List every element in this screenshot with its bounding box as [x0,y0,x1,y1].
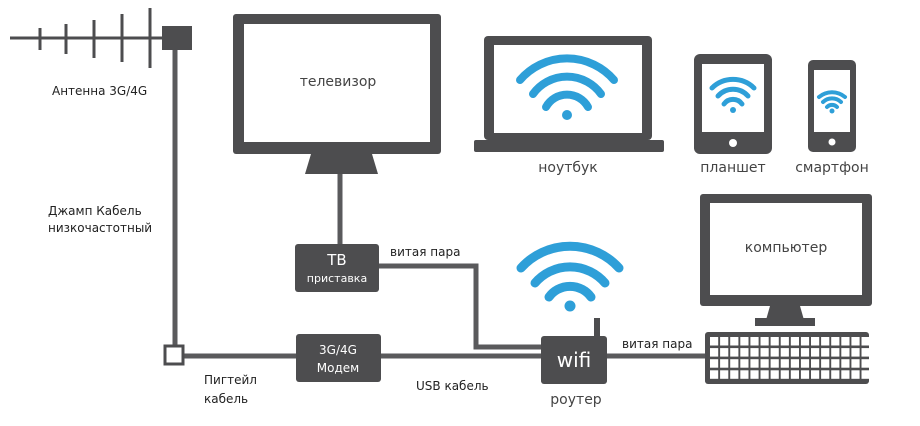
keyboard-key [760,348,769,357]
antenna-label: Антенна 3G/4G [52,84,147,98]
usb-cable-label: USB кабель [416,379,489,393]
keyboard-key [861,348,870,357]
cables [172,40,705,359]
router-box-label: wifi [557,348,592,372]
keyboard-key [740,348,749,357]
keyboard-key [841,370,850,379]
keyboard-key [821,359,830,368]
modem-label-1: 3G/4G [319,343,357,357]
keyboard-key [770,370,779,379]
keyboard-key [790,359,799,368]
keyboard-key [790,370,799,379]
wifi-icon [817,90,847,114]
smartphone-label: смартфон [795,160,869,176]
keyboard-key [780,348,789,357]
keyboard-key [740,359,749,368]
keyboard-key [770,337,779,346]
modem-label-2: Модем [317,361,359,375]
keyboard-key [760,359,769,368]
keyboard-key [790,348,799,357]
keyboard-key [821,370,830,379]
keyboard-key [841,359,850,368]
tv-icon [233,14,441,174]
keyboard-key [720,337,729,346]
tv-box-label-1: ТВ [326,251,346,269]
keyboard-key [800,370,810,379]
wifi-icon [516,241,624,312]
keyboard-key [720,348,729,357]
keyboard-key [851,348,860,357]
keyboard-key [831,348,840,357]
computer-label: компьютер [745,240,828,256]
tablet-label: планшет [700,160,765,176]
keyboard-key [821,348,830,357]
keyboard-key [780,359,789,368]
keyboard-key [800,359,810,368]
wifi-icon [709,76,757,113]
keyboard-key [730,359,739,368]
keyboard-key [841,337,850,346]
keyboard-key [831,359,840,368]
keyboard-key [730,348,739,357]
keyboard-key [760,370,769,379]
keyboard-key [861,337,870,346]
keyboard-key [740,337,749,346]
twisted-pair-pc-label: витая пара [622,337,692,351]
keyboard-key [841,348,850,357]
keyboard-key [720,359,729,368]
keyboard-key [750,348,759,357]
keyboard-key [750,337,759,346]
pigtail-connector [163,344,185,366]
keyboard-key [851,359,860,368]
box-to-router-cable [379,263,541,350]
keyboard-icon [705,332,870,384]
jump-cable-label-2: низкочастотный [48,221,152,235]
jump-cable-label-1: Джамп Кабель [48,204,142,218]
keyboard-key [760,337,769,346]
computer-icon [700,194,872,326]
keyboard-key [821,337,830,346]
tv-label: телевизор [300,74,377,90]
keyboard-key [710,370,719,379]
keyboard-key [851,370,860,379]
keyboard-key [780,370,789,379]
keyboard-key [861,370,870,379]
keyboard-key [861,359,870,368]
keyboard-key [780,337,789,346]
router-icon [541,318,607,384]
tv-box-label-2: приставка [307,272,367,285]
keyboard-key [730,370,739,379]
keyboard-key [811,359,820,368]
keyboard-key [800,348,810,357]
twisted-pair-tv-label: витая пара [390,245,460,259]
router-caption: роутер [550,392,602,408]
pigtail-label-1: Пигтейл [204,373,257,387]
keyboard-key [831,337,840,346]
keyboard-key [710,359,719,368]
keyboard-key [730,337,739,346]
keyboard-key [811,348,820,357]
pigtail-label-2: кабель [204,392,248,406]
keyboard-key [800,337,810,346]
wifi-icon [516,54,618,120]
antenna-icon [10,8,192,68]
keyboard-key [750,370,759,379]
keyboard-key [770,359,779,368]
keyboard-key [790,337,799,346]
keyboard-key [770,348,779,357]
keyboard-key [811,337,820,346]
keyboard-key [750,359,759,368]
keyboard-key [740,370,749,379]
laptop-label: ноутбук [538,160,598,176]
tablet-icon [694,54,772,154]
keyboard-key [811,370,820,379]
modem-box [296,334,381,382]
tv-box [295,244,379,292]
keyboard-key [720,370,729,379]
keyboard-key [851,337,860,346]
keyboard-key [710,337,719,346]
keyboard-key [710,348,719,357]
keyboard-key [831,370,840,379]
